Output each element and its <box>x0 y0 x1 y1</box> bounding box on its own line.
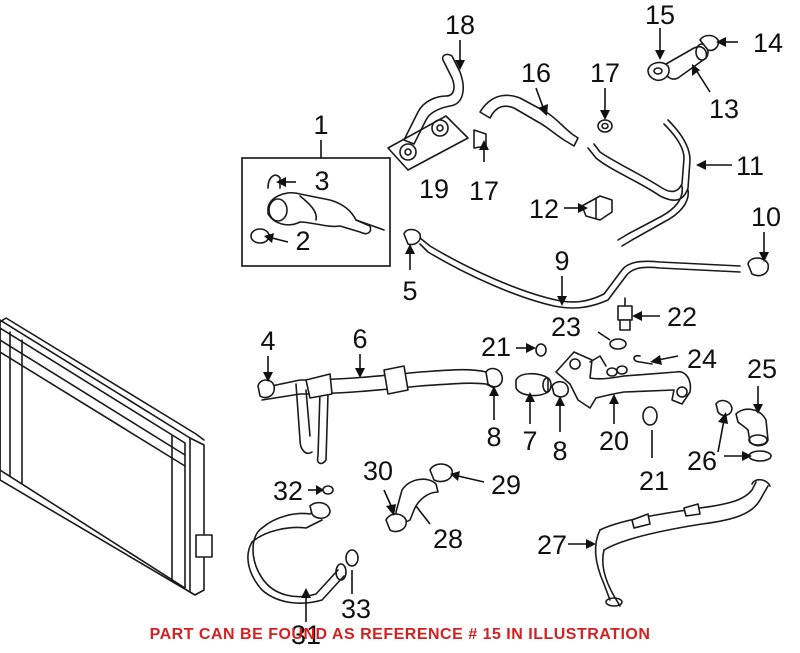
callout-19: 19 <box>419 174 449 204</box>
callout-15: 15 <box>645 0 675 30</box>
clamp-5 <box>403 228 422 246</box>
coolant-reservoir-cap-assembly <box>250 174 385 244</box>
hose-27 <box>594 478 771 607</box>
hose-18 <box>403 53 464 145</box>
callout-20: 20 <box>599 426 629 456</box>
clamp-14 <box>699 34 720 52</box>
callout-27: 27 <box>537 530 567 560</box>
clamp-8-left <box>485 367 504 388</box>
callout-9: 9 <box>554 246 569 276</box>
callout-16: 16 <box>521 58 551 88</box>
callout-31: 31 <box>291 620 321 650</box>
callout-24: 24 <box>687 344 717 374</box>
callout-numbers: 1 2 3 4 5 6 7 8 8 9 10 11 12 13 14 15 16… <box>260 0 783 650</box>
clamp-set-19 <box>387 115 469 171</box>
hose-7 <box>515 372 552 397</box>
callout-28: 28 <box>433 524 463 554</box>
leader-lines <box>263 28 769 622</box>
sensor-22 <box>617 297 633 331</box>
clamp-4 <box>257 379 276 399</box>
hose-31 <box>247 501 347 604</box>
pipe-9 <box>419 237 741 309</box>
clamp-15 <box>647 61 670 82</box>
callout-1: 1 <box>313 110 328 140</box>
callout-33: 33 <box>341 594 371 624</box>
callout-26: 26 <box>687 446 717 476</box>
callout-25: 25 <box>747 354 777 384</box>
assembly-inset-box <box>241 157 391 267</box>
clamp-26-upper <box>715 399 733 417</box>
clamp-17-upper <box>597 119 613 133</box>
clamp-10 <box>747 257 770 277</box>
hose-25 <box>735 408 769 447</box>
callout-17-lower: 17 <box>469 176 499 206</box>
callout-29: 29 <box>491 470 521 500</box>
callout-14: 14 <box>753 28 783 58</box>
clamp-30 <box>385 513 407 533</box>
callout-22: 22 <box>667 302 697 332</box>
callout-12: 12 <box>529 194 559 224</box>
callout-10: 10 <box>751 202 781 232</box>
pipe-6 <box>261 365 495 465</box>
callout-11: 11 <box>736 151 764 181</box>
reference-note: PART CAN BE FOUND AS REFERENCE # 15 IN I… <box>149 626 651 643</box>
callout-3: 3 <box>314 166 329 196</box>
callout-5: 5 <box>402 276 417 306</box>
callout-13: 13 <box>709 94 739 124</box>
callout-2: 2 <box>295 226 310 256</box>
coolant-flange-pipe-20 <box>555 351 692 409</box>
callout-23: 23 <box>551 312 581 342</box>
hose-16 <box>473 94 579 149</box>
callout-4: 4 <box>260 326 275 356</box>
callout-7: 7 <box>522 426 537 456</box>
o-ring-33 <box>345 549 359 567</box>
clip-12 <box>581 195 613 221</box>
callout-17-upper: 17 <box>590 58 620 88</box>
callout-21-upper: 21 <box>481 332 511 362</box>
o-ring-21-lower <box>642 406 658 426</box>
hose-13-connector <box>664 43 709 80</box>
o-ring-21-upper <box>535 343 547 357</box>
hose-11 <box>587 119 691 247</box>
clamp-26-lower <box>748 450 772 462</box>
radiator <box>0 317 213 596</box>
clip-24 <box>633 354 653 365</box>
o-ring-23 <box>609 338 627 350</box>
callout-8-right: 8 <box>552 436 567 466</box>
callout-30: 30 <box>363 456 393 486</box>
callout-6: 6 <box>352 324 367 354</box>
clamp-8-right <box>551 380 570 398</box>
o-ring-32 <box>322 485 334 495</box>
callout-21-lower: 21 <box>639 466 669 496</box>
clamp-29 <box>429 463 453 483</box>
callout-18: 18 <box>445 10 475 40</box>
callout-8-left: 8 <box>486 422 501 452</box>
callout-32: 32 <box>273 476 303 506</box>
